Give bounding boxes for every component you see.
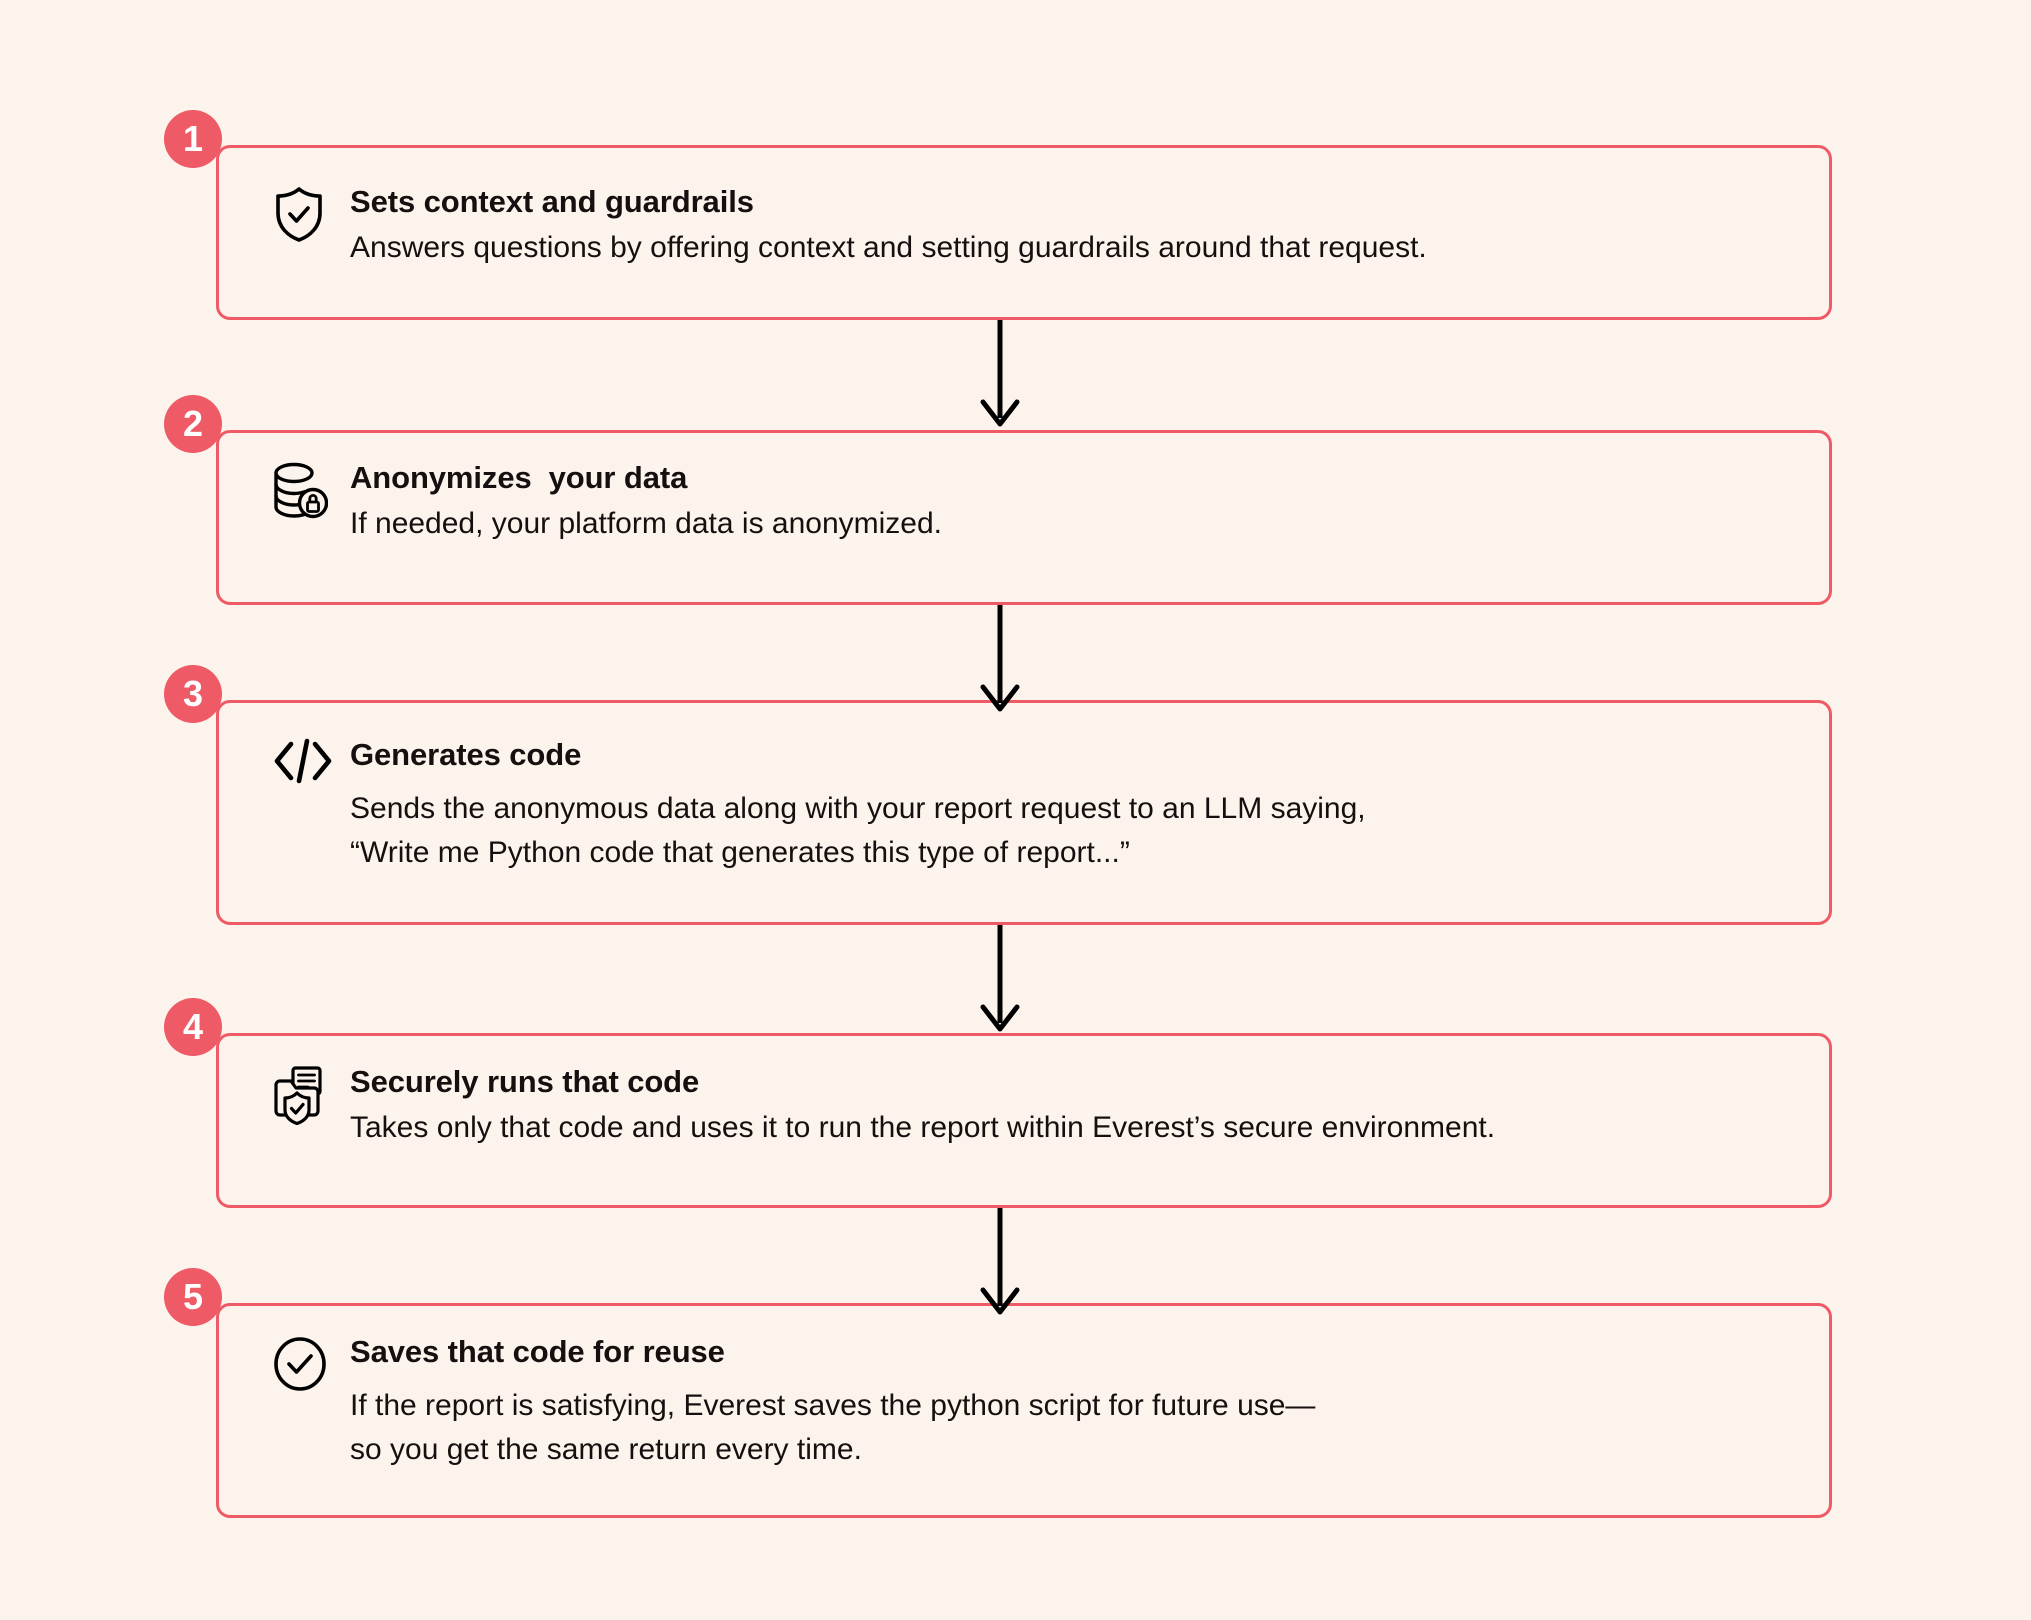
circle-check-icon: [272, 1333, 350, 1393]
step-text-2: Anonymizes your data If needed, your pla…: [350, 459, 1792, 546]
step-text-3: Generates code Sends the anonymous data …: [350, 736, 1792, 874]
step-title-1: Sets context and guardrails: [350, 184, 754, 219]
step-content-5: Saves that code for reuse If the report …: [272, 1333, 1792, 1471]
step-description-1: Answers questions by offering context an…: [350, 230, 1427, 264]
step-content-2: Anonymizes your data If needed, your pla…: [272, 459, 1792, 546]
step-number-badge-5: 5: [164, 1268, 222, 1326]
step-number-badge-3: 3: [164, 665, 222, 723]
step-number-badge-1: 1: [164, 110, 222, 168]
step-description-2: If needed, your platform data is anonymi…: [350, 506, 943, 540]
step-title-5: Saves that code for reuse: [350, 1334, 725, 1369]
step-title-4: Securely runs that code: [350, 1064, 700, 1099]
step-card-5[interactable]: [216, 1303, 1832, 1518]
folder-shield-icon: [272, 1063, 350, 1125]
step-description-3: Sends the anonymous data along with your…: [350, 791, 1366, 869]
database-lock-icon: [272, 459, 350, 521]
step-content-3: Generates code Sends the anonymous data …: [272, 736, 1792, 874]
code-brackets-icon: [272, 736, 350, 784]
step-text-4: Securely runs that code Takes only that …: [350, 1063, 1792, 1150]
step-number-badge-4: 4: [164, 998, 222, 1056]
connector-arrow-3-to-4: [975, 925, 1025, 1040]
step-card-2[interactable]: [216, 430, 1832, 605]
step-content-1: Sets context and guardrails Answers ques…: [272, 183, 1792, 270]
step-title-2: Anonymizes your data: [350, 460, 688, 495]
step-card-1[interactable]: [216, 145, 1832, 320]
step-content-4: Securely runs that code Takes only that …: [272, 1063, 1792, 1150]
step-description-5: If the report is satisfying, Everest sav…: [350, 1388, 1316, 1466]
shield-check-icon: [272, 183, 350, 243]
step-card-3[interactable]: [216, 700, 1832, 925]
connector-arrow-2-to-3: [975, 605, 1025, 720]
step-text-5: Saves that code for reuse If the report …: [350, 1333, 1792, 1471]
step-number-badge-2: 2: [164, 395, 222, 453]
connector-arrow-4-to-5: [975, 1208, 1025, 1323]
connector-arrow-1-to-2: [975, 320, 1025, 435]
step-title-3: Generates code: [350, 737, 582, 772]
step-card-4[interactable]: [216, 1033, 1832, 1208]
step-description-4: Takes only that code and uses it to run …: [350, 1110, 1496, 1144]
step-text-1: Sets context and guardrails Answers ques…: [350, 183, 1792, 270]
